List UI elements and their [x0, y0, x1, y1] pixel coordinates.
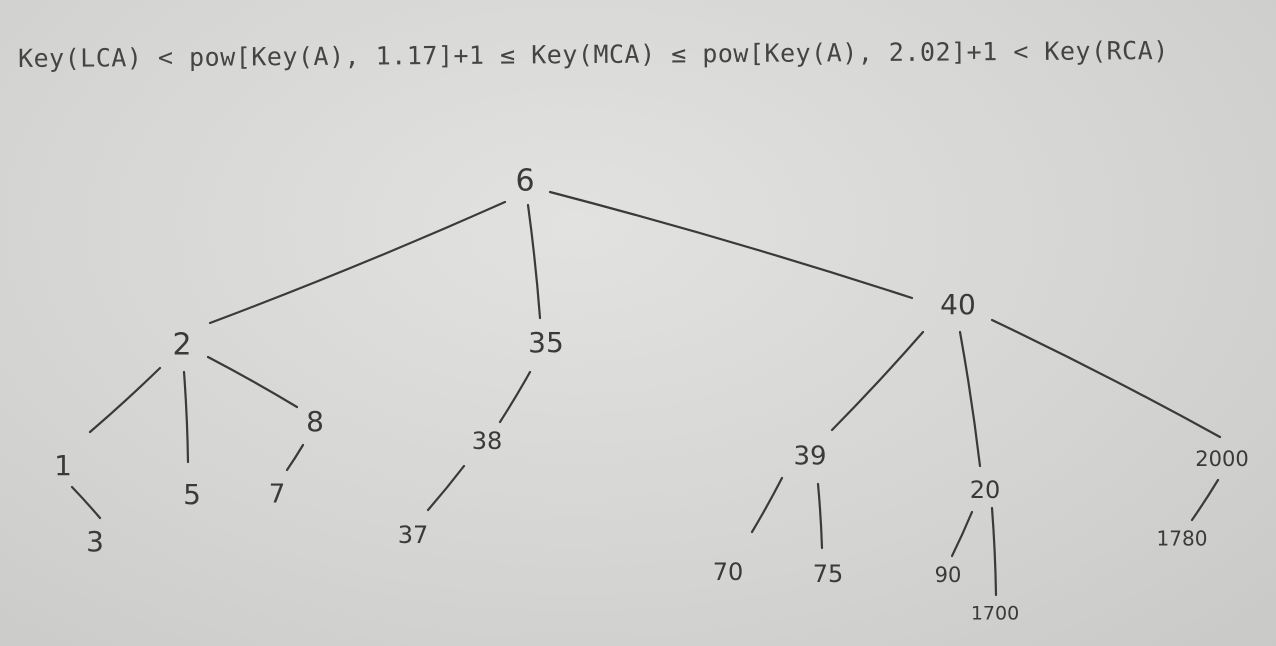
edge-40-to-39: [830, 330, 925, 432]
edge-2000-to-1780: [1190, 478, 1220, 522]
edge-1-to-3: [70, 485, 102, 520]
edge-35-to-38: [498, 370, 532, 424]
node-key-37: 37: [398, 521, 429, 549]
node-key-90: 90: [935, 563, 962, 587]
node-key-1780: 1780: [1157, 527, 1208, 551]
node-key-1700: 1700: [971, 603, 1019, 625]
node-key-75: 75: [813, 560, 844, 588]
node-key-1: 1: [54, 449, 72, 482]
node-key-35: 35: [528, 326, 564, 359]
node-key-39: 39: [793, 442, 826, 472]
edge-40-to-2000: [990, 318, 1222, 439]
edge-20-to-1700: [990, 506, 998, 597]
edge-6-to-35: [526, 203, 542, 320]
node-key-3: 3: [86, 525, 104, 558]
edge-20-to-90: [950, 510, 974, 558]
edge-39-to-75: [816, 482, 824, 550]
edge-2-to-5: [182, 370, 190, 464]
node-key-2000: 2000: [1195, 447, 1248, 471]
edge-38-to-37: [426, 464, 466, 512]
node-key-7: 7: [269, 480, 286, 510]
edge-40-to-20: [958, 330, 982, 468]
node-key-8: 8: [306, 405, 324, 438]
node-key-20: 20: [970, 476, 1001, 504]
tree-edges: [70, 190, 1222, 597]
node-key-6: 6: [515, 164, 534, 199]
node-key-5: 5: [183, 478, 201, 511]
edge-6-to-40: [548, 190, 914, 300]
node-key-70: 70: [713, 558, 744, 586]
node-key-40: 40: [940, 288, 976, 321]
node-key-2: 2: [172, 328, 191, 363]
edge-39-to-70: [750, 476, 784, 534]
edge-2-to-8: [206, 355, 299, 409]
node-key-38: 38: [472, 427, 503, 455]
edge-6-to-2: [208, 200, 507, 325]
edge-8-to-7: [285, 443, 305, 472]
edge-2-to-1: [88, 366, 162, 434]
